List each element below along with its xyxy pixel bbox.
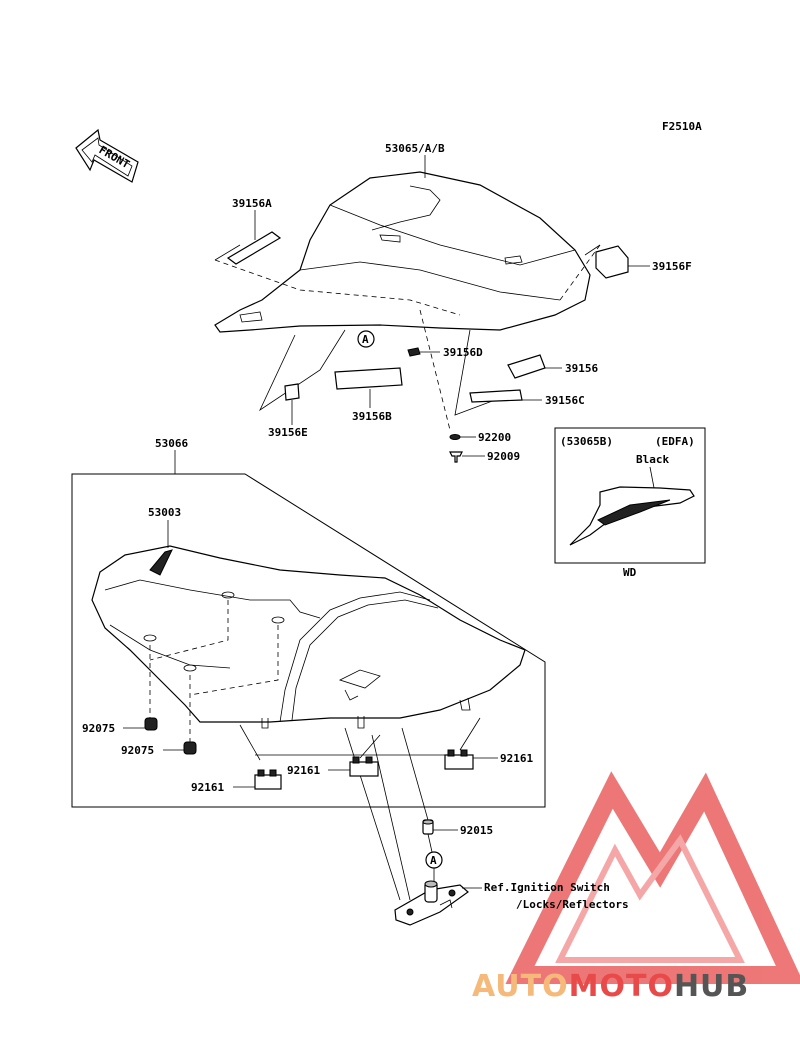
watermark-logo [505,771,800,984]
inset-53065B: (53065B) (EDFA) Black WD [554,427,706,579]
callout-a-lower-letter: A [430,854,437,867]
watermark-hub: HUB [674,969,749,1004]
label-39156D: 39156D [443,346,483,359]
label-39156A: 39156A [232,197,272,210]
label-92161-right: 92161 [500,752,533,765]
inset-color: Black [636,453,669,466]
label-53066: 53066 [155,437,188,450]
label-92200: 92200 [478,431,511,444]
reference-line2: /Locks/Reflectors [516,898,629,911]
inset-variant: (EDFA) [655,435,695,448]
damper-92161-middle: 92161 [287,756,379,777]
callout-a-upper: A [357,330,375,348]
label-53065: 53065/A/B [385,142,445,155]
pad-39156F: 39156F [595,245,692,279]
damper-92161-right: 92161 [444,749,533,770]
callout-a-upper-letter: A [362,333,369,346]
seat-53066 [91,545,526,729]
watermark-text: AUTOMOTOHUB [472,969,749,1004]
label-39156E: 39156E [268,426,308,439]
label-92161-left: 92161 [191,781,224,794]
inset-caption: WD [623,566,637,579]
pad-39156B: 39156B [334,367,403,423]
diagram-code: F2510A [662,120,702,133]
grommet-92075-lower: 92075 [121,741,197,757]
patch-53003: 53003 [148,506,181,576]
watermark-auto: AUTO [472,969,569,1004]
bushing-92015: 92015 [422,819,493,853]
screw-92009: 92009 [449,450,520,463]
seat-cowl-53065 [214,171,591,333]
label-92015: 92015 [460,824,493,837]
label-39156F: 39156F [652,260,692,273]
label-92075-lower: 92075 [121,744,154,757]
callout-a-lower: A [425,851,443,882]
pad-39156E: 39156E [268,383,308,439]
front-arrow-icon: FRONT [75,128,139,183]
pad-39156D: 39156D [407,346,483,359]
seat-outline-box: 53066 [71,437,546,808]
pad-39156A: 39156A [226,197,282,265]
grommet-92075-upper: 92075 [82,717,158,735]
washer-92200: 92200 [449,431,511,444]
label-39156B: 39156B [352,410,392,423]
inset-code: (53065B) [560,435,613,448]
watermark-moto: MOTO [569,969,674,1004]
label-92161-middle: 92161 [287,764,320,777]
label-92075-upper: 92075 [82,722,115,735]
reference-line1: Ref.Ignition Switch [484,881,610,894]
damper-92161-left: 92161 [191,769,282,794]
pad-39156: 39156 [507,354,598,379]
label-39156C: 39156C [545,394,585,407]
seat-lock-assembly: Ref.Ignition Switch /Locks/Reflectors [394,880,629,926]
pad-39156C: 39156C [469,389,585,407]
label-92009: 92009 [487,450,520,463]
label-53003: 53003 [148,506,181,519]
label-39156: 39156 [565,362,598,375]
cowl-dash-outline [214,244,601,431]
